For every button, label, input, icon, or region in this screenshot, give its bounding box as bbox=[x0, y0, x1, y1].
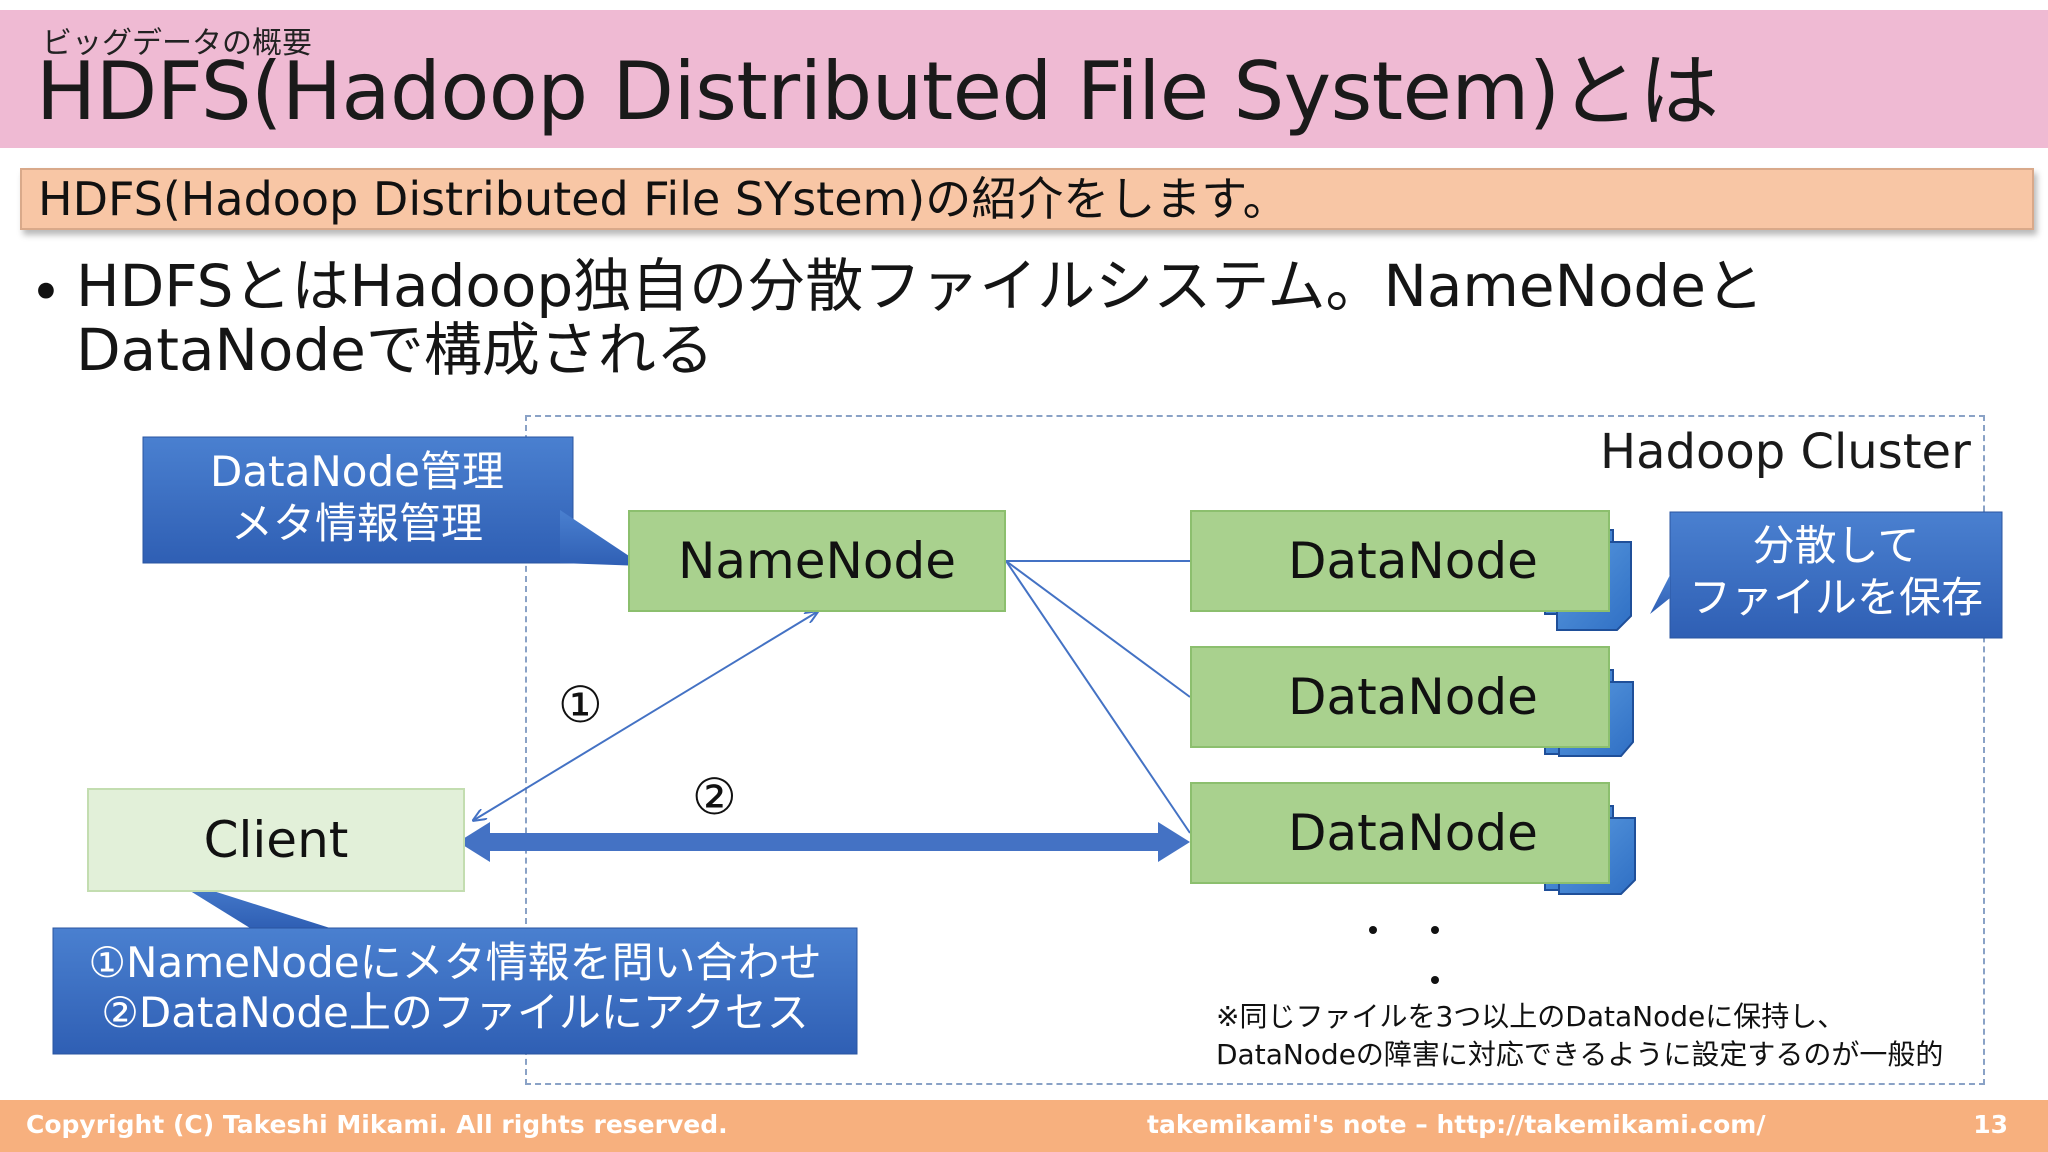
arrow-client-datanode bbox=[458, 822, 1190, 862]
cluster-label: Hadoop Cluster bbox=[1600, 424, 1971, 480]
callout-namenode-line-2: メタ情報管理 bbox=[230, 499, 483, 548]
arrow-client-namenode bbox=[474, 612, 817, 820]
page-title: HDFS(Hadoop Distributed File System)とは bbox=[36, 45, 1719, 138]
bullet-line-1: HDFSとはHadoop独自の分散ファイルシステム。NameNodeと bbox=[76, 252, 1764, 320]
replication-note-line-2: DataNodeの障害に対応できるように設定するのが一般的 bbox=[1216, 1038, 1944, 1071]
callout-client-line-1: ①NameNodeにメタ情報を問い合わせ bbox=[88, 938, 822, 987]
step-1-label: ① bbox=[558, 676, 603, 734]
breadcrumb: ビッグデータの概要 bbox=[42, 26, 312, 61]
callout-client-line-2: ②DataNode上のファイルにアクセス bbox=[101, 988, 809, 1037]
site-link[interactable]: takemikami's note – http://takemikami.co… bbox=[1147, 1110, 1766, 1139]
replication-note-line-1: ※同じファイルを3つ以上のDataNodeに保持し、 bbox=[1216, 1000, 1846, 1033]
callout-client-shape bbox=[52, 876, 858, 1055]
bullet-text: HDFSとはHadoop独自の分散ファイルシステム。NameNodeと Data… bbox=[76, 254, 1876, 382]
step-2-label: ② bbox=[692, 768, 737, 826]
bullet-marker: • bbox=[30, 261, 62, 324]
page-number: 13 bbox=[1973, 1110, 2008, 1139]
callout-datanode-line-1: 分散して bbox=[1752, 521, 1920, 570]
namenode-datanode-links bbox=[1005, 560, 1191, 834]
copyright-text: Copyright (C) Takeshi Mikami. All rights… bbox=[26, 1110, 728, 1139]
title-bar bbox=[0, 10, 2048, 148]
footer-bar bbox=[0, 1100, 2048, 1152]
bullet-line-2: DataNodeで構成される bbox=[76, 316, 714, 384]
callout-namenode-shape bbox=[142, 436, 644, 566]
callout-datanode-line-2: ファイルを保存 bbox=[1688, 573, 1983, 622]
callout-namenode-line-1: DataNode管理 bbox=[210, 447, 504, 496]
subtitle-banner: HDFS(Hadoop Distributed File SYstem)の紹介を… bbox=[20, 168, 2034, 230]
client-box: Client bbox=[87, 788, 465, 892]
namenode-box: NameNode bbox=[628, 510, 1006, 612]
callout-datanode-shape bbox=[1650, 511, 2003, 639]
datanode-box-2: DataNode bbox=[1190, 646, 1610, 748]
ellipsis-dots bbox=[1369, 926, 1439, 984]
datanode-box-1: DataNode bbox=[1190, 510, 1610, 612]
datanode-box-3: DataNode bbox=[1190, 782, 1610, 884]
